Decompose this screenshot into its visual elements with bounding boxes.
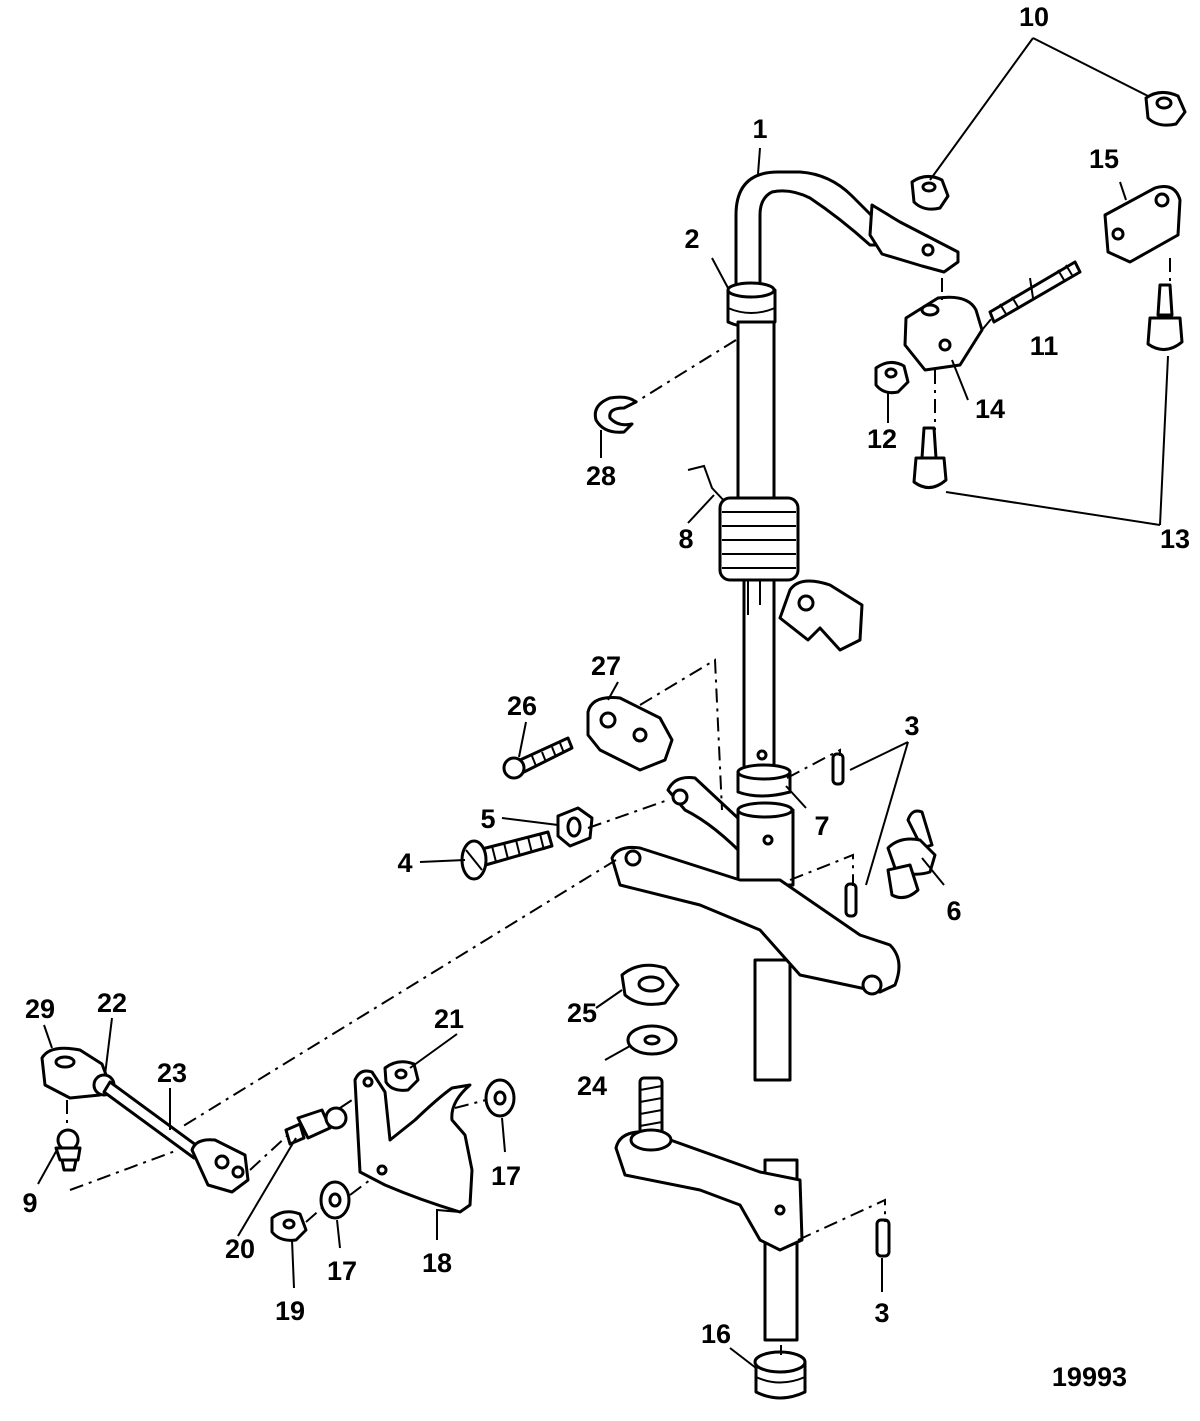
part-21-nut	[383, 1060, 420, 1092]
part-6-bolt	[886, 809, 937, 900]
callout-3-upper: 3	[904, 711, 919, 741]
callout-16: 16	[701, 1319, 731, 1349]
callout-19: 19	[275, 1296, 305, 1326]
callout-29: 29	[25, 994, 55, 1024]
callout-21: 21	[434, 1004, 464, 1034]
part-10-nuts	[910, 91, 1187, 211]
part-4-screw	[460, 830, 554, 881]
callout-25: 25	[567, 998, 597, 1028]
callout-18: 18	[422, 1248, 452, 1278]
part-17-washers	[319, 1078, 516, 1220]
callout-9: 9	[22, 1188, 37, 1218]
callout-26: 26	[507, 691, 537, 721]
part-2-bushing	[726, 281, 777, 329]
part-18-bracket	[353, 1069, 474, 1214]
callout-5: 5	[480, 804, 495, 834]
part-25-nut	[620, 963, 680, 1006]
callout-17-left: 17	[327, 1256, 357, 1286]
part-12-nut	[874, 361, 910, 395]
clamp-half	[778, 579, 864, 652]
part-29-link-end	[40, 1046, 110, 1100]
callout-13: 13	[1160, 524, 1190, 554]
part-20-stud	[284, 1106, 348, 1146]
callout-6: 6	[946, 896, 961, 926]
part-26-screw	[502, 736, 574, 780]
callout-22: 22	[97, 988, 127, 1018]
part-3-pins	[831, 752, 891, 1258]
part-5-nut	[556, 806, 594, 848]
callout-14: 14	[975, 394, 1005, 424]
part-27-clamp	[586, 696, 674, 772]
part-15-block	[1103, 185, 1182, 264]
callout-12: 12	[867, 424, 897, 454]
callout-labels: 1 2 3 3 4 5 6 7 8 9 10 11 12 13 14 15 16…	[22, 2, 1190, 1349]
callout-23: 23	[157, 1058, 187, 1088]
callout-15: 15	[1089, 144, 1119, 174]
figure-number: 19993	[1052, 1362, 1127, 1392]
part-16-grommet	[753, 1350, 807, 1400]
callout-28: 28	[586, 461, 616, 491]
callout-10: 10	[1019, 2, 1049, 32]
callout-4: 4	[397, 848, 412, 878]
part-24-washer	[626, 1024, 678, 1056]
part-11-rod	[988, 260, 1082, 324]
parts-layer	[40, 91, 1187, 1400]
callout-17-right: 17	[491, 1161, 521, 1191]
callout-8: 8	[678, 524, 693, 554]
callout-24: 24	[577, 1071, 607, 1101]
part-1-bent-rod	[734, 170, 960, 302]
callout-7: 7	[814, 811, 829, 841]
part-13-studs	[912, 283, 1184, 489]
part-8-spring	[687, 464, 800, 615]
throttle-arm	[610, 776, 901, 996]
callout-20: 20	[225, 1234, 255, 1264]
part-14-block	[903, 295, 984, 372]
part-28-clip	[593, 395, 638, 434]
part-9-stud	[54, 1128, 82, 1172]
callout-3-lower: 3	[874, 1298, 889, 1328]
part-19-nut	[270, 1210, 308, 1242]
callout-11: 11	[1030, 331, 1059, 361]
callout-1: 1	[752, 114, 767, 144]
part-23-link-rod	[102, 1080, 250, 1194]
part-7-collar	[736, 749, 792, 798]
callout-2: 2	[684, 224, 699, 254]
assembly-lines	[66, 258, 1171, 1355]
leader-lines	[37, 37, 1169, 1369]
lower-arm	[614, 1076, 804, 1252]
callout-27: 27	[591, 651, 621, 681]
